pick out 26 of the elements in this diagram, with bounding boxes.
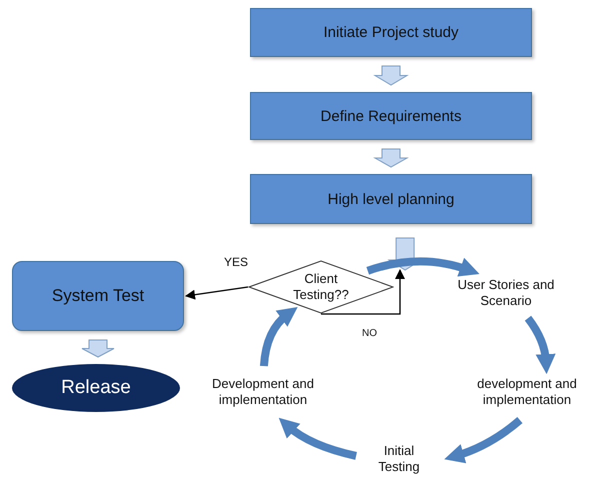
curved-arrow: [260, 306, 298, 366]
block-arrow: [373, 148, 409, 168]
node-text: Define Requirements: [320, 108, 462, 124]
edge-label: YES: [224, 255, 248, 269]
curved-arrow: [278, 418, 357, 460]
node-text: Development and implementation: [211, 376, 315, 408]
process-box: [250, 8, 532, 57]
node-text: Release: [61, 377, 131, 399]
process-box: [12, 261, 184, 331]
curved-arrow: [524, 316, 556, 374]
node-text: Initial Testing: [377, 443, 421, 475]
process-box: [250, 92, 532, 140]
block-arrow: [82, 340, 114, 358]
arrow: [185, 286, 248, 300]
node-text: High level planning: [328, 190, 454, 208]
node-text: User Stories and Scenario: [456, 277, 556, 309]
process-box: [250, 174, 532, 224]
edge-label: NO: [362, 328, 377, 339]
node-text: System Test: [52, 286, 144, 306]
curved-arrow: [366, 257, 480, 277]
arrow: [321, 269, 405, 315]
block-arrow: [373, 66, 409, 86]
node-text: Initiate Project study: [323, 24, 459, 41]
node-text: development and implementation: [476, 376, 578, 408]
curved-arrow: [444, 417, 522, 464]
node-text: Client Testing??: [292, 271, 350, 303]
